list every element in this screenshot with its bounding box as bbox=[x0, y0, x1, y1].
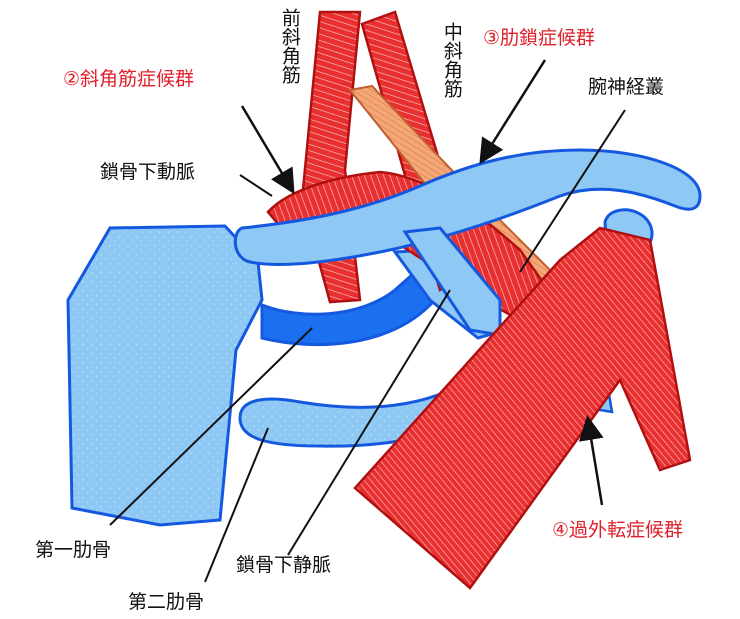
label-subclavian-artery: 鎖骨下動脈 bbox=[100, 162, 195, 184]
pointer-costoclavicular-syndrome bbox=[482, 60, 545, 160]
sternum-bone bbox=[68, 226, 262, 525]
label-subclavian-vein: 鎖骨下静脈 bbox=[236, 555, 331, 577]
label-hyperabduction-syndrome: ④過外転症候群 bbox=[552, 520, 683, 542]
label-middle-scalene: 中斜角筋 bbox=[440, 22, 462, 98]
label-first-rib: 第一肋骨 bbox=[35, 540, 111, 562]
pointer-hyperabduction-syndrome bbox=[588, 420, 602, 505]
label-second-rib: 第二肋骨 bbox=[128, 592, 204, 614]
label-anterior-scalene: 前斜角筋 bbox=[278, 8, 300, 84]
label-scalenus-syndrome: ②斜角筋症候群 bbox=[63, 69, 194, 91]
pointer-subclavian-artery bbox=[240, 175, 272, 196]
pointer-scalenus-syndrome bbox=[242, 106, 292, 190]
label-brachial-plexus: 腕神経叢 bbox=[588, 77, 664, 99]
label-costoclavicular-syndrome: ③肋鎖症候群 bbox=[483, 28, 595, 50]
